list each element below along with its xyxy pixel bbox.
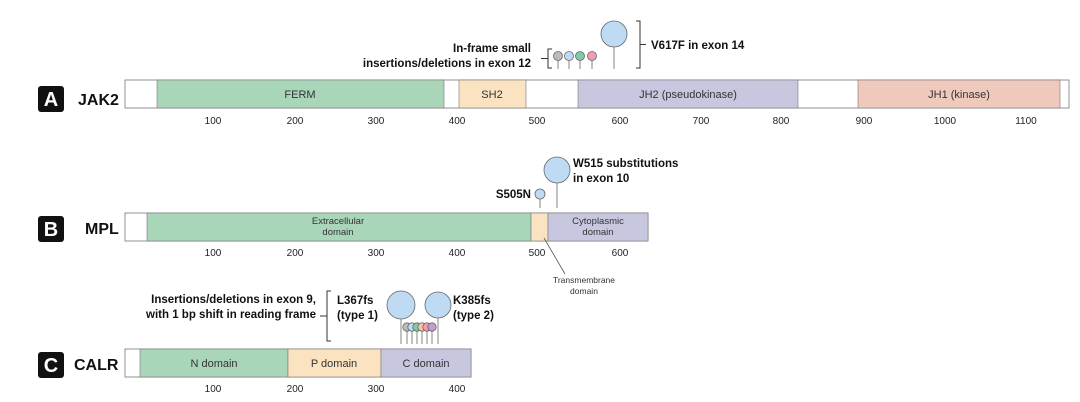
calr-l367fs-label-line2: (type 1) [337, 310, 378, 322]
mpl-gene-label: MPL [85, 221, 119, 238]
jak2-tick-700: 700 [693, 116, 710, 127]
mpl-tick-100: 100 [205, 248, 222, 259]
jak2-inframe-label-line1: In-frame small [453, 43, 531, 55]
panel-b-badge [38, 216, 64, 242]
panel-c-badge [38, 352, 64, 378]
panel-c-letter: C [44, 355, 58, 377]
jak2-gene-label: JAK2 [78, 92, 119, 109]
jak2-tick-1100: 1100 [1015, 116, 1037, 127]
w515-lollipop [543, 156, 571, 184]
calr-c-domain [380, 348, 472, 378]
jak2-tick-900: 900 [856, 116, 873, 127]
jak2-exon12-lollipops [553, 51, 597, 69]
mpl-cytoplasmic-domain [547, 212, 649, 242]
k385fs-lollipop [424, 291, 452, 319]
calr-c-label: C domain [402, 358, 449, 370]
transmembrane-callout-line [543, 237, 566, 275]
jak2-tick-100: 100 [205, 116, 222, 127]
calr-n-label: N domain [190, 358, 237, 370]
calr-tick-100: 100 [205, 384, 222, 395]
calr-p-domain [287, 348, 382, 378]
calr-k385fs-label-line2: (type 2) [453, 310, 494, 322]
mpl-w515-label-line1: W515 substitutions [573, 158, 678, 170]
calr-gene-label: CALR [74, 357, 119, 374]
mpl-w515-label-line2: in exon 10 [573, 173, 629, 185]
calr-indel-label-line2: with 1 bp shift in reading frame [145, 309, 316, 321]
jak2-jh2-label: JH2 (pseudokinase) [639, 89, 737, 101]
calr-n-domain [139, 348, 289, 378]
panel-b-letter: B [44, 219, 58, 241]
mpl-cytoplasmic-label-line1: Cytoplasmic [572, 216, 624, 227]
mpl-transmembrane-label-line2: domain [570, 286, 598, 296]
panel-b: B MPL Extracellular domain Cytoplasmic d… [38, 156, 678, 296]
jak2-ferm-label: FERM [284, 89, 315, 101]
exon12-lollipop-green [575, 51, 585, 61]
jak2-tick-800: 800 [773, 116, 790, 127]
jak2-tick-400: 400 [449, 116, 466, 127]
panel-a: A JAK2 FERM SH2 JH2 (pseudokinase) JH1 (… [38, 20, 1070, 127]
exon12-bracket [541, 48, 552, 69]
exon12-lollipop-grey [553, 51, 563, 61]
calr-tick-300: 300 [368, 384, 385, 395]
calr-p-label: P domain [311, 358, 357, 370]
l367fs-lollipop [386, 290, 416, 320]
jak2-tick-500: 500 [529, 116, 546, 127]
panel-a-badge [38, 86, 64, 112]
calr-lollipop-purple [427, 322, 437, 332]
mpl-s505n-label: S505N [496, 189, 531, 201]
jak2-v617f-label: V617F in exon 14 [651, 40, 745, 52]
jak2-sh2-domain [458, 79, 527, 109]
mpl-tick-500: 500 [529, 248, 546, 259]
calr-l367fs-label-line1: L367fs [337, 295, 373, 307]
mpl-extracellular-label-line2: domain [322, 227, 353, 238]
v617f-lollipop [600, 20, 628, 48]
jak2-tick-600: 600 [612, 116, 629, 127]
s505n-lollipop [534, 188, 546, 200]
jak2-sh2-label: SH2 [481, 89, 502, 101]
mpl-tick-400: 400 [449, 248, 466, 259]
exon12-lollipop-pink [587, 51, 597, 61]
calr-indel-label-line1: Insertions/deletions in exon 9, [151, 294, 316, 306]
mpl-tick-200: 200 [287, 248, 304, 259]
exon12-lollipop-blue [564, 51, 574, 61]
mpl-tick-300: 300 [368, 248, 385, 259]
jak2-inframe-label-line2: insertions/deletions in exon 12 [363, 58, 531, 70]
jak2-ferm-domain [156, 79, 445, 109]
mpl-cytoplasmic-label-line2: domain [582, 227, 613, 238]
jak2-tick-1000: 1000 [934, 116, 957, 127]
mpl-transmembrane-domain [530, 212, 549, 242]
jak2-tick-300: 300 [368, 116, 385, 127]
calr-tick-400: 400 [449, 384, 466, 395]
calr-small-lollipops [402, 322, 437, 344]
panel-c: C CALR N domain P domain C domain 100 20… [38, 290, 494, 395]
jak2-jh1-domain [857, 79, 1061, 109]
mpl-transmembrane-label-line1: Transmembrane [553, 275, 615, 285]
panel-a-letter: A [44, 89, 58, 111]
mpl-tick-600: 600 [612, 248, 629, 259]
jak2-jh1-label: JH1 (kinase) [928, 89, 990, 101]
jak2-jh2-domain [577, 79, 799, 109]
jak2-tick-200: 200 [287, 116, 304, 127]
calr-indel-bracket [320, 290, 331, 342]
calr-k385fs-label-line1: K385fs [453, 295, 491, 307]
mpl-extracellular-label-line1: Extracellular [312, 216, 364, 227]
calr-tick-200: 200 [287, 384, 304, 395]
v617f-bracket [636, 20, 646, 69]
